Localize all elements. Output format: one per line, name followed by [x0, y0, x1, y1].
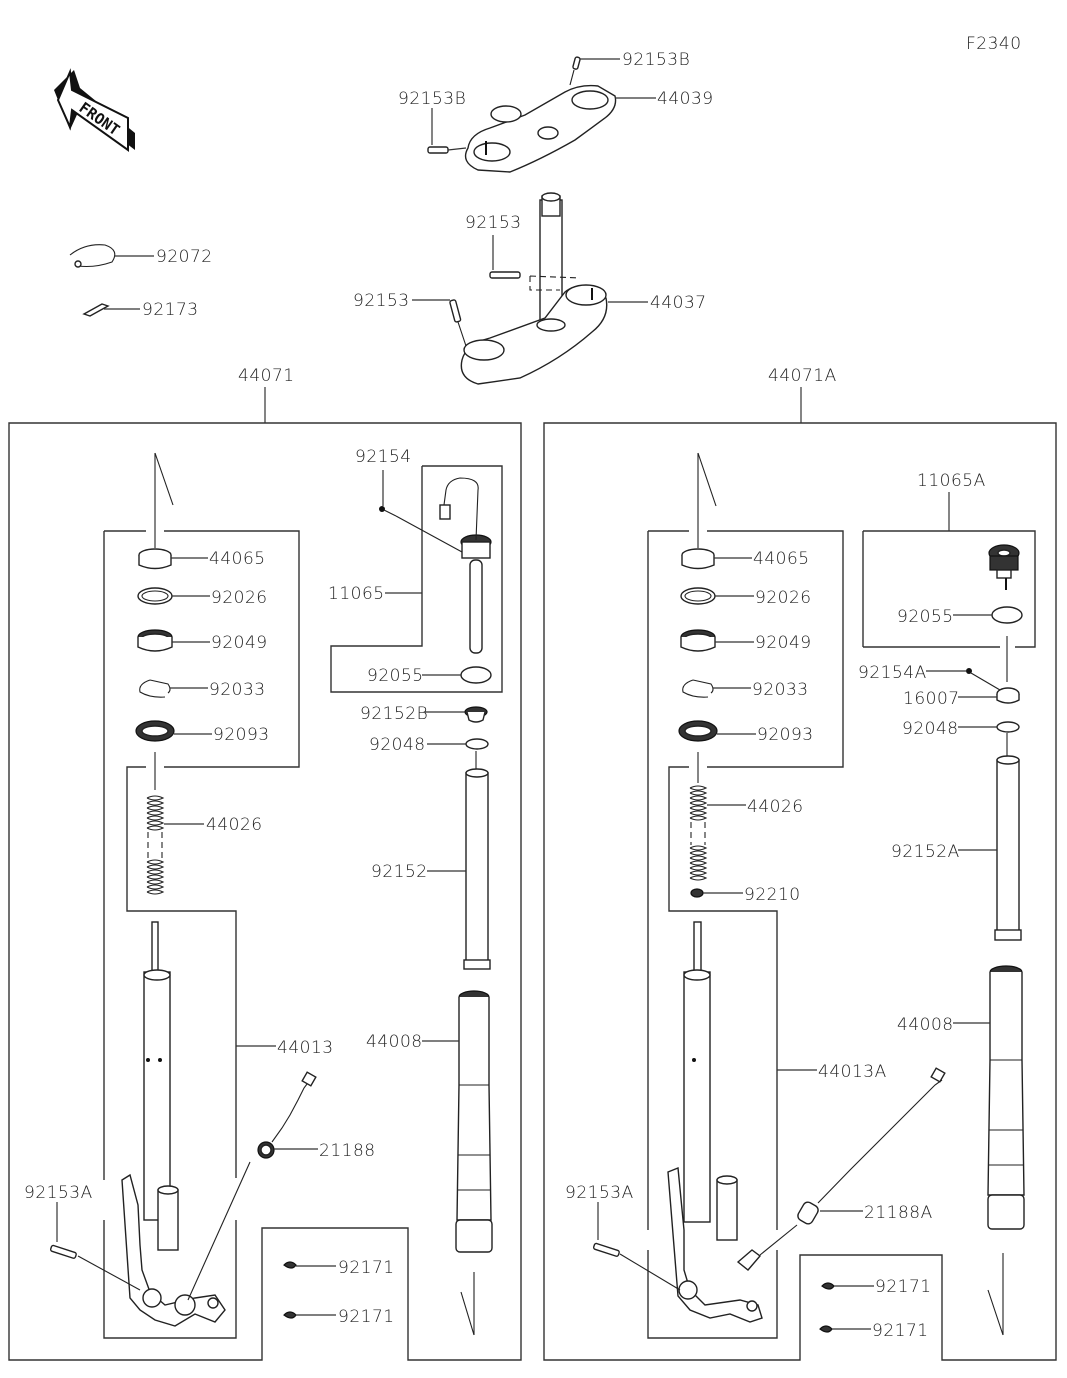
label-92153-upper: 92153	[465, 213, 522, 233]
label-44013: 44013	[277, 1038, 334, 1058]
right-bushing-44065	[681, 548, 752, 570]
label-right-92171-1: 92171	[875, 1277, 932, 1297]
label-92210: 92210	[744, 885, 801, 905]
right-spring-44026	[689, 785, 746, 881]
label-right-44008: 44008	[897, 1015, 954, 1035]
left-circlip-92033	[139, 679, 208, 698]
label-92072: 92072	[156, 247, 213, 267]
right-oil-seal-92093	[678, 720, 756, 742]
label-16007: 16007	[903, 689, 960, 709]
label-right-92171-2: 92171	[872, 1321, 929, 1341]
label-left-44065: 44065	[209, 549, 266, 569]
label-left-92048: 92048	[369, 735, 426, 755]
figure-code: F2340	[966, 34, 1022, 54]
stem-bracket-part	[460, 192, 608, 385]
label-left-92055: 92055	[367, 666, 424, 686]
upper-bracket-bolt-top	[569, 56, 620, 86]
label-92153-left: 92153	[353, 291, 410, 311]
label-92173: 92173	[142, 300, 199, 320]
label-left-92171-2: 92171	[338, 1307, 395, 1327]
label-right-92033: 92033	[752, 680, 809, 700]
right-collar-92152a	[958, 755, 1022, 941]
label-right-92048: 92048	[902, 719, 959, 739]
label-21188a: 21188A	[864, 1203, 933, 1223]
label-left-92093: 92093	[213, 725, 270, 745]
label-44071a: 44071A	[768, 366, 837, 386]
clamp-part	[82, 303, 140, 317]
right-washer-92026	[680, 587, 754, 605]
right-o-ring-92055	[953, 606, 1023, 624]
right-fork-assembly-box	[543, 422, 1057, 1361]
right-bolt-92153a	[592, 1202, 681, 1291]
left-collar-92152	[427, 768, 491, 970]
right-clip-92171-2	[819, 1325, 871, 1333]
stem-bolt-left	[412, 299, 467, 347]
label-left-92153a: 92153A	[24, 1183, 93, 1203]
label-left-44008: 44008	[366, 1032, 423, 1052]
label-92152: 92152	[371, 862, 428, 882]
label-right-44065: 44065	[753, 549, 810, 569]
label-92154: 92154	[355, 447, 412, 467]
right-screw-92154a	[926, 668, 1001, 691]
label-21188: 21188	[319, 1141, 376, 1161]
label-11065: 11065	[328, 584, 385, 604]
label-left-92171-1: 92171	[338, 1258, 395, 1278]
band-part	[69, 244, 154, 268]
left-outer-tube-44008	[422, 990, 493, 1253]
label-right-44026: 44026	[747, 797, 804, 817]
left-bushing-44065	[138, 548, 208, 570]
label-left-92026: 92026	[211, 588, 268, 608]
left-bolt-92153a	[49, 1202, 141, 1291]
left-washer-92026	[137, 587, 210, 605]
front-arrow-icon: FRONT	[54, 68, 135, 152]
right-circlip-92033	[682, 679, 751, 698]
right-o-ring-92048	[958, 721, 1020, 733]
right-cap-assembly-box	[863, 530, 1036, 648]
label-right-92049: 92049	[755, 633, 812, 653]
label-left-44026: 44026	[206, 815, 263, 835]
label-92152a: 92152A	[891, 842, 960, 862]
left-o-ring-92048	[427, 738, 489, 750]
right-nut-92210	[690, 888, 743, 898]
label-44013a: 44013A	[818, 1062, 887, 1082]
left-o-ring-92055	[422, 666, 492, 684]
label-right-92153a: 92153A	[565, 1183, 634, 1203]
left-bushing-92152b	[425, 706, 488, 723]
right-outer-tube-44008	[953, 965, 1025, 1230]
right-clip-92171-1	[821, 1282, 874, 1290]
left-screw-92154	[379, 470, 463, 553]
label-92154a: 92154A	[858, 663, 927, 683]
right-cap-part	[988, 544, 1020, 590]
left-fork-assembly-box	[8, 422, 522, 1361]
label-92153b-top: 92153B	[622, 50, 690, 70]
label-right-92093: 92093	[757, 725, 814, 745]
left-sensor-21188	[187, 1071, 318, 1301]
right-inner-tube-44013a	[667, 921, 817, 1323]
stem-bolt-upper	[489, 235, 521, 279]
left-clip-92171-2	[283, 1311, 336, 1319]
label-44039: 44039	[657, 89, 714, 109]
label-left-92049: 92049	[211, 633, 268, 653]
right-adjuster-16007	[958, 687, 1020, 704]
label-left-92033: 92033	[209, 680, 266, 700]
label-44037: 44037	[650, 293, 707, 313]
label-92152b: 92152B	[360, 704, 428, 724]
right-sensor-21188a	[759, 1067, 946, 1256]
upper-bracket-bolt-left	[427, 108, 467, 154]
label-right-92055: 92055	[897, 607, 954, 627]
upper-bracket-part	[464, 84, 617, 173]
left-cap-assembly-box	[330, 465, 503, 693]
left-cap-11065	[385, 477, 492, 654]
left-oil-seal-92093	[135, 720, 212, 742]
label-44071: 44071	[238, 366, 295, 386]
right-bushing-92049	[680, 629, 754, 652]
label-11065a: 11065A	[917, 471, 986, 491]
left-clip-92171-1	[283, 1261, 336, 1269]
left-bushing-92049	[137, 629, 210, 652]
left-spring-44026	[146, 795, 204, 895]
label-92153b-left: 92153B	[398, 89, 466, 109]
label-right-92026: 92026	[755, 588, 812, 608]
left-inner-tube-44013	[121, 921, 276, 1327]
